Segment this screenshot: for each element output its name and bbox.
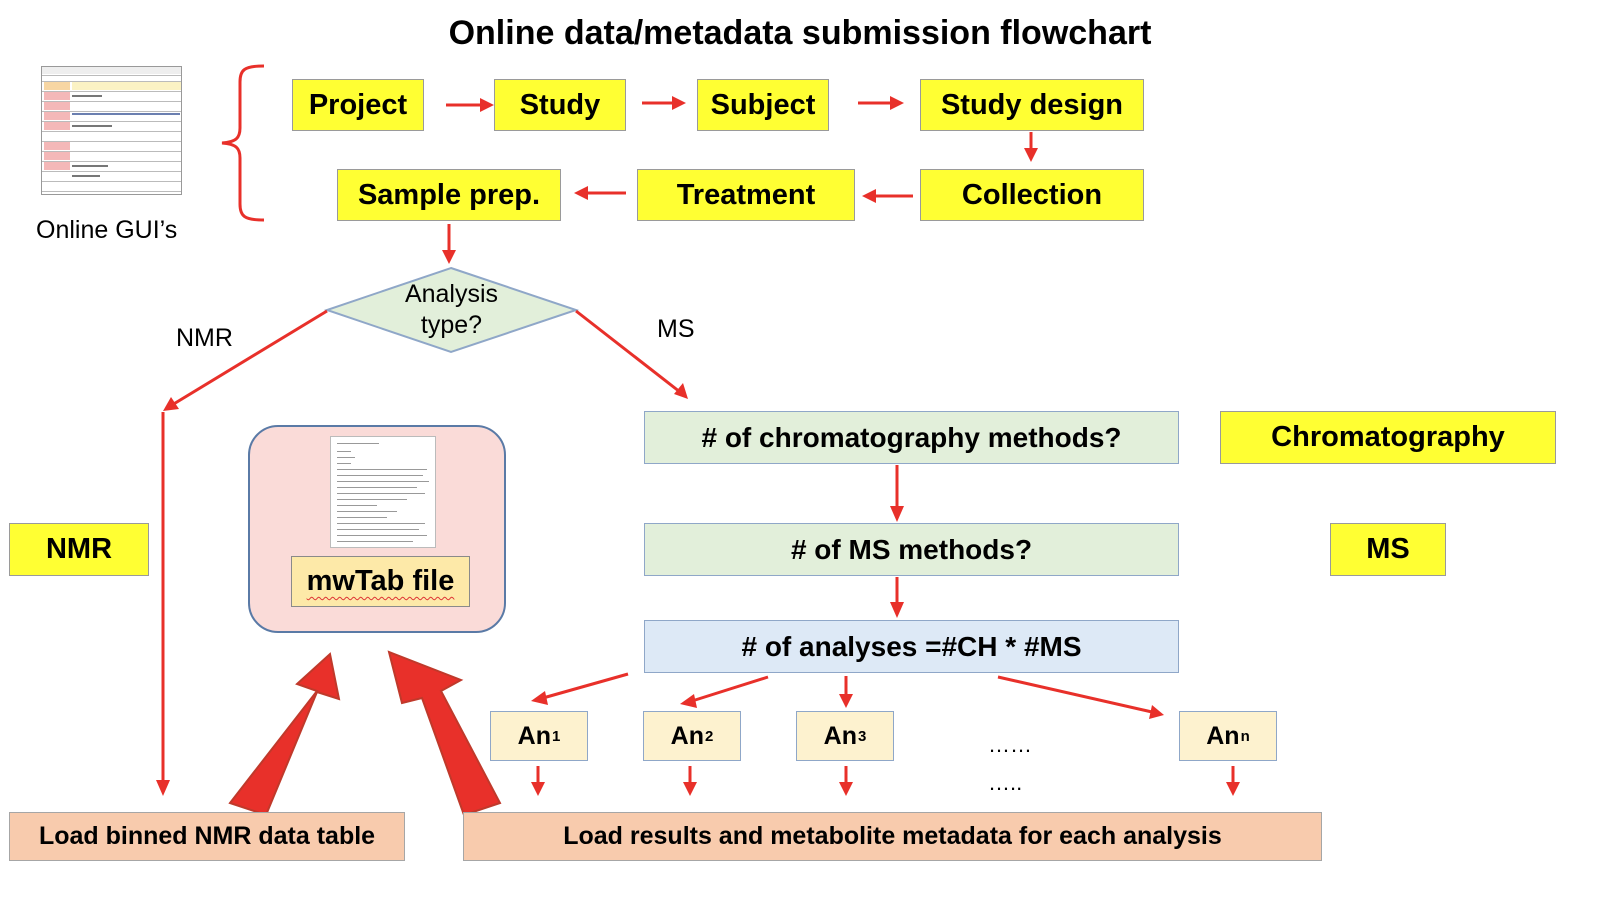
step-study-design: Study design [920,79,1144,131]
step-subject: Subject [697,79,829,131]
arrow-study-to-subject [642,96,686,110]
arrow-analyses-to-an3 [839,676,853,708]
arrow-nmr-down-to-load [156,412,170,796]
curly-brace [221,64,265,222]
arrow-ms-methods-to-analyses [890,577,904,618]
arrow-decision-to-nmr [163,309,328,411]
arrow-study-design-to-collection [1024,132,1038,162]
side-label-nmr: NMR [9,523,149,576]
arrow-sample-prep-to-decision [442,224,456,264]
arrow-subject-to-study-design [858,96,904,110]
big-arrow-nmr-to-mwtab [228,652,341,817]
gui-screenshot-thumbnail [41,66,182,195]
load-nmr-data-table: Load binned NMR data table [9,812,405,861]
mwtab-document-thumbnail [330,436,436,548]
gui-label: Online GUI’s [36,216,178,244]
ellipsis-top: …… [988,732,1032,757]
arrow-analyses-to-ann [997,675,1164,719]
side-label-ms: MS [1330,523,1446,576]
step-sample-prep: Sample prep. [337,169,561,221]
analysis-node-subscript: 1 [551,727,561,745]
side-label-chromatography: Chromatography [1220,411,1556,464]
branch-label-ms: MS [657,315,695,343]
load-ms-results: Load results and metabolite metadata for… [463,812,1322,861]
arrow-chromatography-to-ms-methods [890,465,904,522]
arrow-analyses-to-an1 [531,672,629,705]
decision-line-2: type? [420,311,483,339]
mwtab-file-label: mwTab file [291,556,470,607]
decision-line-1: Analysis [404,280,499,308]
analysis-node-base: An [1206,721,1240,750]
analysis-node-base: An [670,721,704,750]
ellipsis-bottom: ….. [988,770,1023,795]
arrow-treatment-to-sample-prep [574,186,626,200]
arrow-analyses-to-an2 [680,675,769,708]
step-treatment: Treatment [637,169,855,221]
step-collection: Collection [920,169,1144,221]
decision-text: Analysis type? [370,279,533,341]
mwtab-file-text: mwTab file [306,565,455,597]
step-study: Study [494,79,626,131]
arrow-an2-to-load [683,766,697,796]
decision-diamond [323,266,580,354]
arrow-project-to-study [446,98,494,112]
analysis-node-subscript: 3 [857,727,867,745]
analysis-node-subscript: n [1240,727,1250,745]
branch-label-nmr: NMR [176,324,233,352]
arrow-an1-to-load [531,766,545,796]
arrow-an3-to-load [839,766,853,796]
step-ms-methods: # of MS methods? [644,523,1179,576]
step-chromatography-methods: # of chromatography methods? [644,411,1179,464]
arrow-decision-to-ms [575,309,688,399]
step-number-of-analyses: # of analyses =#CH * #MS [644,620,1179,673]
page-title: Online data/metadata submission flowchar… [448,14,1152,52]
arrow-collection-to-treatment [862,189,913,203]
analysis-node-base: An [517,721,551,750]
step-project: Project [292,79,424,131]
analysis-node-base: An [823,721,857,750]
arrow-ann-to-load [1226,766,1240,796]
analysis-node-subscript: 2 [704,727,714,745]
big-arrow-ms-to-mwtab [387,650,502,817]
